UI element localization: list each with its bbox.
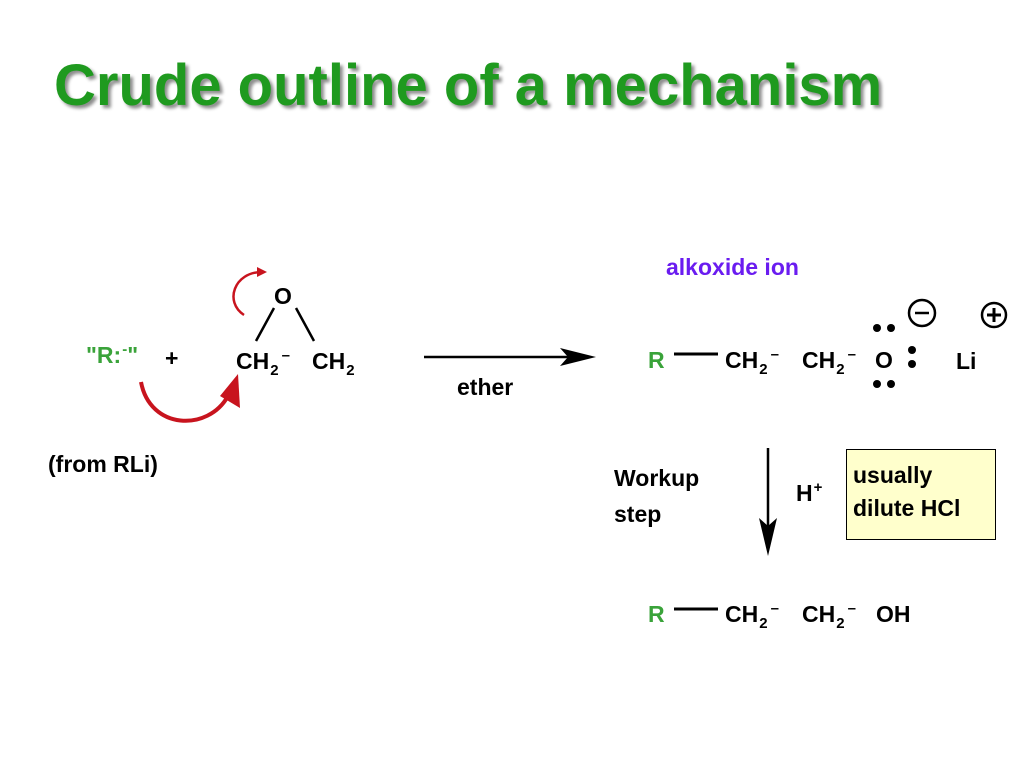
plus-sign: +: [165, 345, 179, 371]
epoxide-oxygen: O: [274, 283, 292, 309]
workup-label-line-2: step: [614, 501, 662, 527]
workup-note-line-1: usually: [853, 462, 933, 488]
nucleophile-quote: ": [127, 342, 139, 368]
reaction-arrow-head: [560, 348, 596, 366]
positive-charge-icon: [980, 301, 1008, 329]
nucleophile-label: "R:-": [86, 341, 139, 368]
product-1-oxygen: O: [875, 347, 893, 373]
product-2-r-group: R: [648, 601, 665, 627]
workup-reagent: H+: [796, 479, 823, 506]
epoxide-carbon-2: CH2: [312, 348, 355, 379]
product-1-carbon-2: CH2–: [802, 346, 856, 378]
curved-arrow-large-head: [220, 374, 240, 408]
epoxide-bond-right: [294, 307, 316, 342]
alkoxide-ion-label: alkoxide ion: [666, 254, 799, 280]
workup-note-box: usually dilute HCl: [846, 449, 996, 540]
nucleophile-symbol: "R:: [86, 342, 122, 368]
epoxide-carbon-1: CH2–: [236, 347, 290, 379]
lone-pairs: [873, 324, 916, 388]
curved-arrow-small: [232, 267, 267, 317]
reagent-ether: ether: [457, 374, 514, 400]
workup-arrow-head: [759, 518, 777, 556]
epoxide-bond-left: [254, 307, 276, 342]
negative-charge-icon: [907, 298, 937, 328]
workup-label-line-1: Workup: [614, 465, 700, 491]
product-1-carbon-1: CH2–: [725, 346, 779, 378]
product-1-counterion: Li: [956, 348, 977, 374]
nucleophile-charge: -: [122, 341, 128, 358]
slide-title: Crude outline of a mechanism: [54, 53, 883, 118]
product-2-carbon-2: CH2–: [802, 600, 856, 632]
workup-note-line-2: dilute HCl: [853, 495, 961, 521]
product-2-end-group: OH: [876, 601, 911, 627]
product-2-carbon-1: CH2–: [725, 600, 779, 632]
nucleophile-source: (from RLi): [48, 451, 158, 477]
curved-arrow-large: [139, 381, 230, 423]
product-1-r-group: R: [648, 347, 665, 373]
